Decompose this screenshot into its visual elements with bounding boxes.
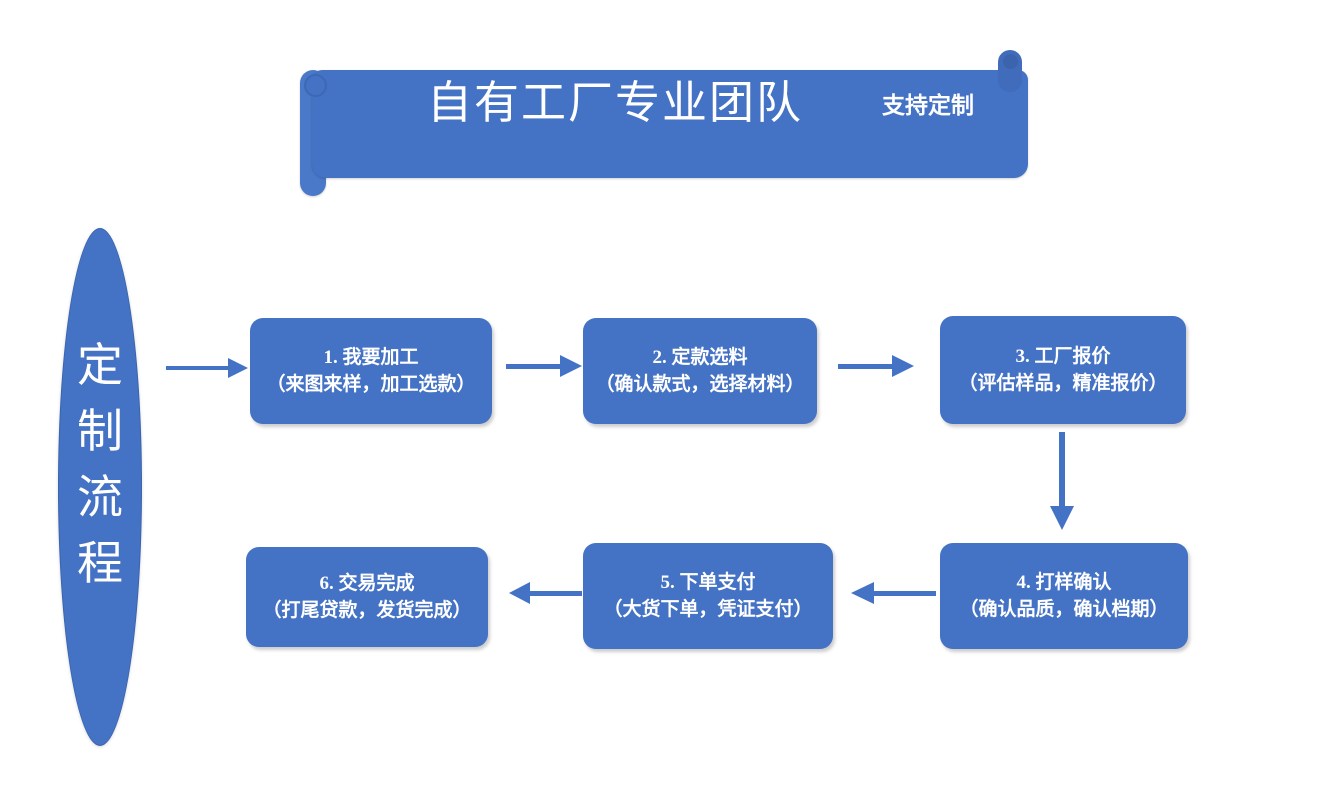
step-2-title: 2. 定款选料 <box>652 347 748 368</box>
flow-label-ellipse: 定 制 流 程 <box>58 228 142 746</box>
arrow-step-1-to-step-2 <box>506 350 584 382</box>
step-box-3[interactable]: 3. 工厂报价 （评估样品，精准报价） <box>940 316 1186 424</box>
arrow-entry-to-step-1 <box>166 352 250 384</box>
step-box-1[interactable]: 1. 我要加工 （来图来样，加工选款） <box>250 318 492 424</box>
step-1-detail: （来图来样，加工选款） <box>266 374 476 395</box>
step-2-detail: （确认款式，选择材料） <box>595 374 805 395</box>
arrow-step-4-to-step-5 <box>850 578 936 610</box>
flow-label-char-1: 定 <box>77 340 123 391</box>
step-4-detail: （确认品质，确认档期） <box>959 599 1169 620</box>
step-6-title: 6. 交易完成 <box>319 573 415 594</box>
arrow-step-3-to-step-4 <box>1046 432 1080 532</box>
step-3-title: 3. 工厂报价 <box>1015 346 1111 367</box>
banner-subtitle: 支持定制 <box>882 93 974 118</box>
step-5-detail: （大货下单，凭证支付） <box>603 599 813 620</box>
step-box-2[interactable]: 2. 定款选料 （确认款式，选择材料） <box>583 318 817 424</box>
step-5-title: 5. 下单支付 <box>660 572 756 593</box>
flow-label-char-4: 程 <box>77 538 123 589</box>
arrow-step-5-to-step-6 <box>508 578 582 610</box>
step-4-title: 4. 打样确认 <box>1016 572 1112 593</box>
flow-label-char-3: 流 <box>77 472 123 523</box>
scroll-banner: 自有工厂专业团队 支持定制 <box>300 48 1028 198</box>
scroll-banner-body <box>312 70 1028 178</box>
step-box-4[interactable]: 4. 打样确认 （确认品质，确认档期） <box>940 543 1188 649</box>
step-1-title: 1. 我要加工 <box>323 347 419 368</box>
arrow-step-2-to-step-3 <box>838 350 916 382</box>
flow-label-text: 定 制 流 程 <box>59 333 141 597</box>
step-6-detail: （打尾贷款，发货完成） <box>262 600 472 621</box>
scroll-left-curl-icon <box>304 74 327 97</box>
step-box-6[interactable]: 6. 交易完成 （打尾贷款，发货完成） <box>246 547 488 647</box>
step-3-detail: （评估样品，精准报价） <box>958 373 1168 394</box>
banner-title: 自有工厂专业团队 <box>426 78 803 128</box>
scroll-right-curl-icon <box>1003 54 1018 69</box>
step-box-5[interactable]: 5. 下单支付 （大货下单，凭证支付） <box>583 543 833 649</box>
flow-label-char-2: 制 <box>77 406 123 457</box>
